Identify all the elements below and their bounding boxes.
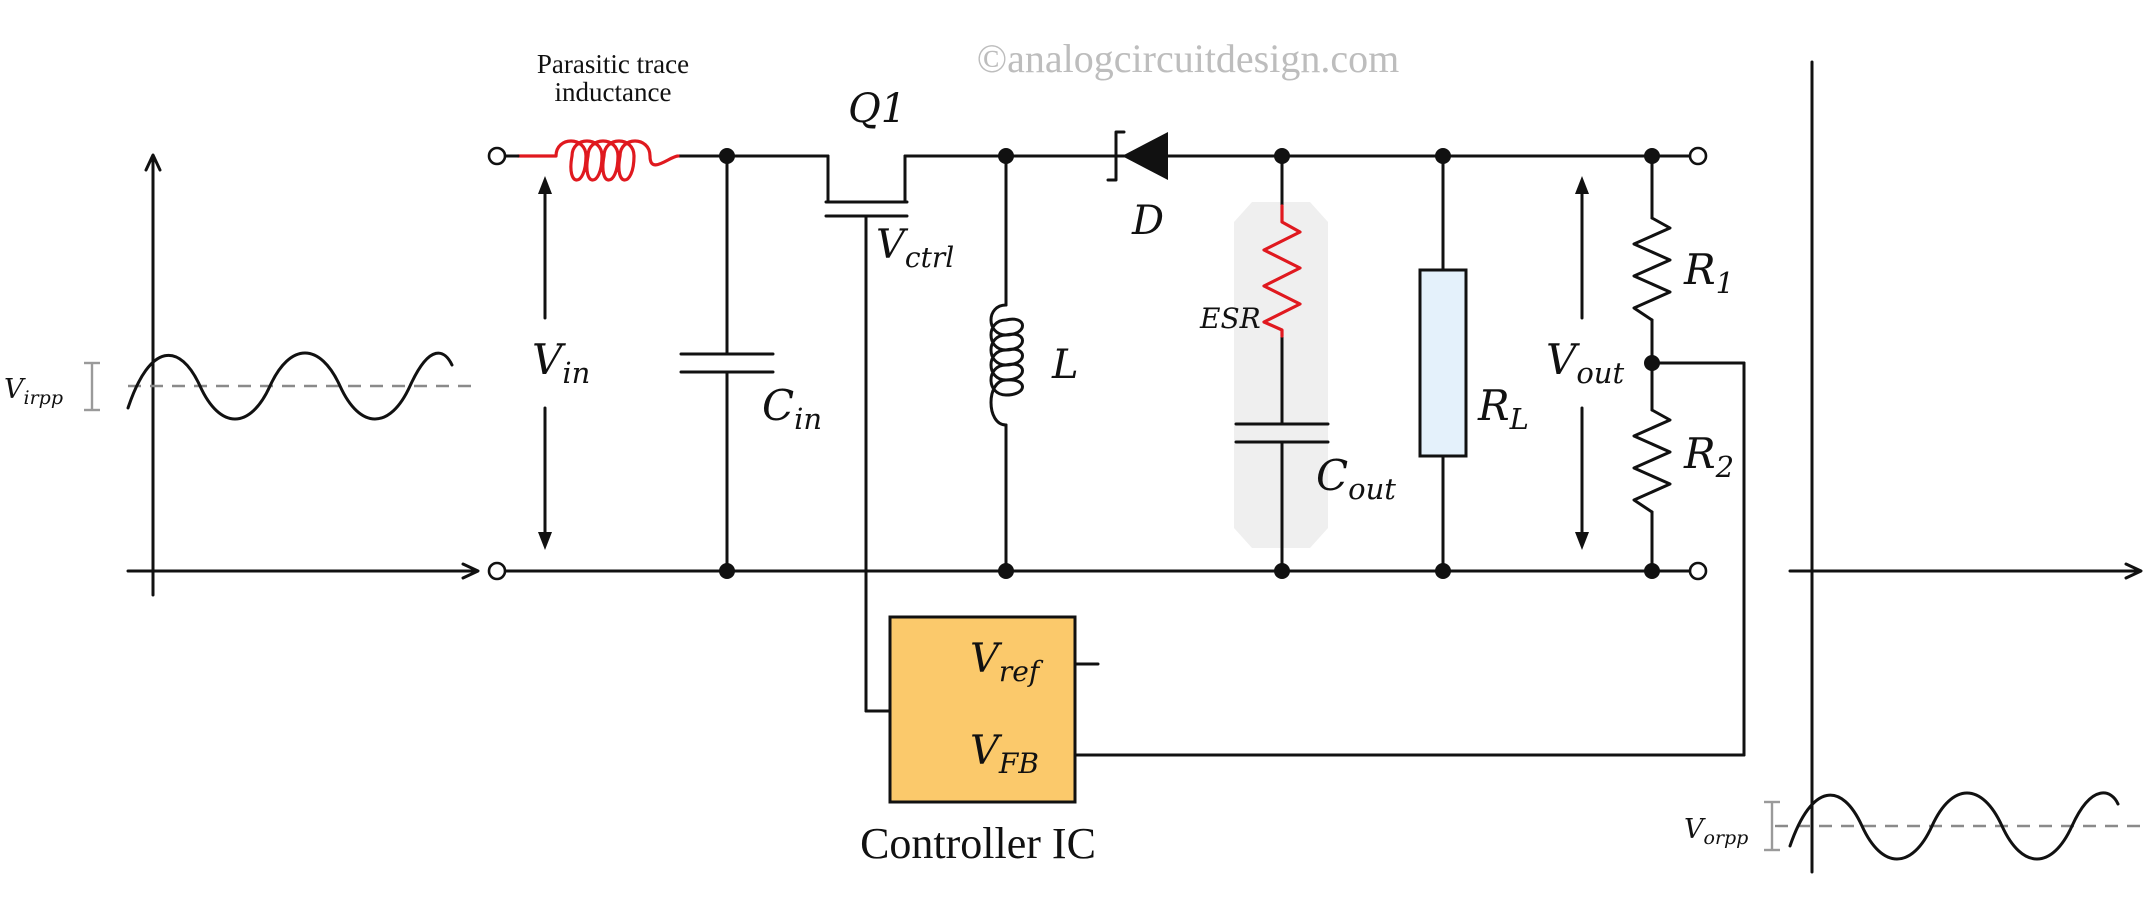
inductor-l xyxy=(989,303,1024,427)
output-ripple-graph: Vorpp xyxy=(1684,60,2143,874)
load-resistor-rl xyxy=(1418,268,1468,458)
output-ripple-wave xyxy=(1788,791,2120,861)
vctrl-label: Vctrl xyxy=(876,222,954,274)
vorpp-label: Vorpp xyxy=(1684,814,1748,849)
junction-dots xyxy=(719,148,1660,579)
vin-arrows xyxy=(538,176,552,550)
rl-label: RL xyxy=(1477,381,1529,436)
d-label: D xyxy=(1131,198,1164,244)
parasitic-inductor xyxy=(516,139,680,182)
input-ripple-wave xyxy=(126,351,454,421)
vin-label: Vin xyxy=(532,335,590,390)
virpp-marker xyxy=(84,361,100,412)
vfb-label: VFB xyxy=(970,728,1039,780)
controller-ic-label: Controller IC xyxy=(860,819,1096,868)
vout-label: Vout xyxy=(1546,335,1624,390)
cin-label: Cin xyxy=(762,381,822,436)
resistor-r2 xyxy=(1632,408,1672,514)
cout-label: Cout xyxy=(1316,451,1396,506)
terminals xyxy=(487,146,1708,581)
diode-d xyxy=(1106,130,1170,182)
r2-label: R2 xyxy=(1683,429,1734,484)
wires xyxy=(503,154,1746,757)
controller-ic-box xyxy=(888,615,1077,804)
esr-resistor xyxy=(1262,204,1302,338)
vorpp-marker xyxy=(1764,800,1780,852)
esr-label: ESR xyxy=(1199,302,1261,335)
q1-label: Q1 xyxy=(848,86,906,132)
r1-label: R1 xyxy=(1683,245,1734,300)
vout-arrows xyxy=(1575,176,1589,550)
parasitic-label-line2: inductance xyxy=(555,77,672,107)
virpp-label: Virpp xyxy=(4,374,63,409)
vref-label: Vref xyxy=(970,636,1044,688)
watermark: ©analogcircuitdesign.com xyxy=(977,36,1399,81)
resistor-r1 xyxy=(1632,216,1672,322)
parasitic-label-line1: Parasitic trace xyxy=(537,49,689,79)
l-label: L xyxy=(1051,342,1079,388)
input-ripple-graph: Virpp xyxy=(4,153,480,597)
